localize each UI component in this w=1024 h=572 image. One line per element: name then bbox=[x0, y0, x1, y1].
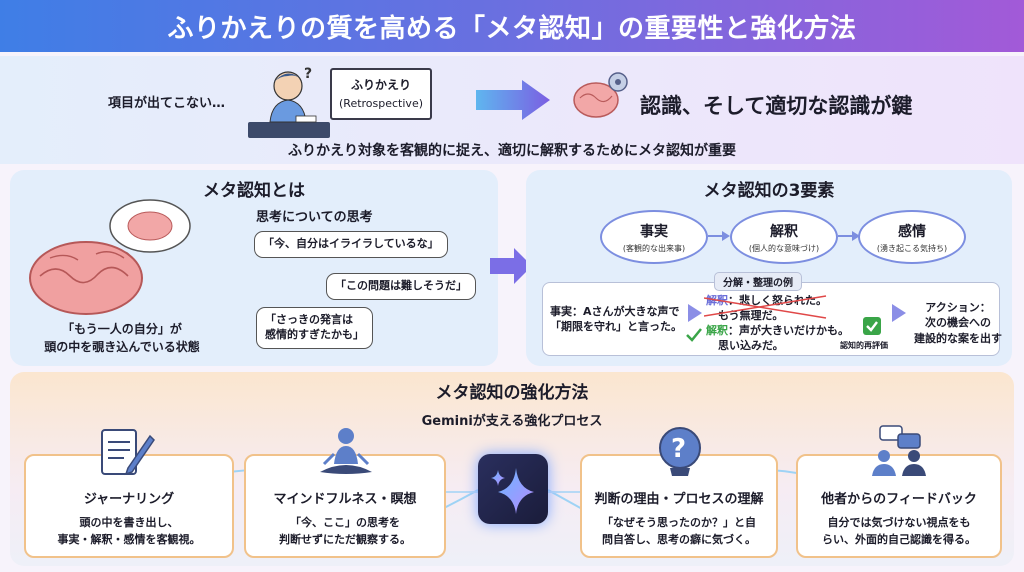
svg-text:?: ? bbox=[304, 66, 312, 82]
no-items-text: 項目が出てこない… bbox=[108, 96, 226, 111]
board-subtitle: (Retrospective) bbox=[339, 97, 423, 110]
old-interp-line1: ：悲しく怒られた。 bbox=[728, 294, 827, 307]
method-feedback-line1: 自分では気づけない視点をも bbox=[827, 516, 971, 529]
strikethrough-icon bbox=[704, 295, 827, 319]
example-fact: 事実：Aさんが大きな声で 「期限を守れ」と言った。 bbox=[550, 304, 682, 335]
definition-title: メタ認知とは bbox=[203, 181, 305, 201]
new-interpretation: 解釈：声が大きいだけかも。 思い込みだ。 bbox=[706, 323, 849, 354]
thought-bubble-irritated: 「今、自分はイライラしているな」 bbox=[254, 231, 448, 258]
bubble3-line1: 「さっきの発言は bbox=[265, 313, 353, 326]
method-feedback-title: 他者からのフィードバック bbox=[821, 492, 977, 507]
element-fact-desc: (客観的な出来事) bbox=[622, 244, 686, 253]
arrow-interpretation-emotion-icon bbox=[838, 231, 860, 241]
method-feedback: 他者からのフィードバック 自分では気づけない視点をも らい、外面的自己認識を得る… bbox=[796, 454, 1002, 558]
page-title: ふりかえりの質を高める「メタ認知」の重要性と強化方法 bbox=[167, 13, 857, 44]
method-reasoning-title: 判断の理由・プロセスの理解 bbox=[594, 492, 764, 507]
element-fact: 事実 (客観的な出来事) bbox=[600, 210, 708, 264]
method-journaling-desc: 頭の中を書き出し、 事実・解釈・感情を客観視。 bbox=[26, 515, 232, 548]
feedback-people-icon bbox=[872, 425, 926, 476]
brain-thought-icon bbox=[29, 199, 191, 315]
elements-title: メタ認知の3要素 bbox=[703, 181, 835, 201]
definition-subtitle: 思考についての思考 bbox=[256, 210, 373, 225]
intro-summary: ふりかえり対象を客観的に捉え、適切に解釈するためにメタ認知が重要 bbox=[288, 143, 736, 159]
bubble3-line2: 感情的すぎたかも」 bbox=[265, 327, 364, 341]
new-interp-line1: ：声が大きいだけかも。 bbox=[728, 324, 849, 337]
thought-bubble-emotional: 「さっきの発言は 感情的すぎたかも」 bbox=[256, 307, 373, 349]
enhancement-title: メタ認知の強化方法 bbox=[435, 383, 589, 403]
key-message: 認識、そして適切な認識が鍵 bbox=[640, 94, 913, 118]
middle-arrow-icon bbox=[490, 248, 532, 284]
action-line3: 建設的な案を出す bbox=[914, 331, 1002, 345]
worried-person-icon: ? bbox=[248, 66, 330, 138]
gemini-icon bbox=[478, 454, 548, 524]
element-emotion-name: 感情 bbox=[898, 224, 926, 240]
title-banner: ふりかえりの質を高める「メタ認知」の重要性と強化方法 bbox=[0, 0, 1024, 52]
reappraisal-label: 認知的再評価 bbox=[840, 341, 888, 350]
question-head-icon: ? bbox=[659, 427, 701, 476]
brain-gear-icon bbox=[573, 72, 628, 118]
method-feedback-desc: 自分では気づけない視点をも らい、外面的自己認識を得る。 bbox=[798, 515, 1000, 548]
method-journaling-line1: 頭の中を書き出し、 bbox=[79, 516, 179, 529]
caption-line2: 頭の中を覗き込んでいる状態 bbox=[44, 340, 200, 354]
method-reasoning-line1: 「なぜそう思ったのか？」と自 bbox=[602, 516, 756, 529]
method-journaling-title: ジャーナリング bbox=[83, 492, 175, 507]
method-reasoning-desc: 「なぜそう思ったのか？」と自 問自答し、思考の癖に気づく。 bbox=[582, 515, 776, 548]
board-title: ふりかえり bbox=[350, 78, 411, 92]
element-emotion: 感情 (湧き起こる気持ち) bbox=[858, 210, 966, 264]
right-arrow-icon bbox=[476, 80, 550, 120]
element-interpretation-name: 解釈 bbox=[770, 224, 798, 240]
element-emotion-desc: (湧き起こる気持ち) bbox=[876, 244, 948, 253]
new-interp-label: 解釈 bbox=[706, 324, 728, 337]
thought-bubble-difficult: 「この問題は難しそうだ」 bbox=[326, 273, 476, 300]
enhancement-subtitle: Geminiが支える強化プロセス bbox=[421, 414, 603, 429]
intro-section: 項目が出てこない… ? ふりかえり (Retrospective) 認識、そして… bbox=[0, 56, 1024, 164]
example-label: 分解・整理の例 bbox=[714, 272, 802, 291]
method-mindfulness-desc: 「今、ここ」の思考を 判断せずにただ観察する。 bbox=[246, 515, 444, 548]
caption-line1: 「もう一人の自分」が bbox=[62, 322, 182, 336]
arrow-fact-interpretation-icon bbox=[708, 231, 730, 241]
action-text: アクション： 次の機会への 建設的な案を出す bbox=[914, 300, 1002, 346]
meditation-icon bbox=[320, 428, 372, 474]
method-feedback-line2: らい、外面的自己認識を得る。 bbox=[822, 532, 976, 546]
triangle-arrow-2-icon bbox=[892, 304, 906, 322]
element-interpretation: 解釈 (個人的な意味づけ) bbox=[730, 210, 838, 264]
action-line2: 次の機会への bbox=[925, 316, 991, 330]
checkbox-icon bbox=[863, 317, 881, 335]
old-interp-line2: もう無理だ。 bbox=[718, 309, 784, 323]
method-mindfulness-title: マインドフルネス・瞑想 bbox=[273, 492, 417, 507]
new-interp-line2: 思い込みだ。 bbox=[718, 339, 784, 353]
element-fact-name: 事実 bbox=[640, 224, 668, 240]
triangle-arrow-icon bbox=[688, 304, 702, 322]
retrospective-board: ふりかえり (Retrospective) bbox=[330, 68, 432, 120]
fact-line2: 「期限を守れ」と言った。 bbox=[550, 320, 682, 334]
method-mindfulness-line1: 「今、ここ」の思考を bbox=[290, 516, 400, 529]
svg-text:?: ? bbox=[671, 434, 686, 464]
fact-line1: 事実：Aさんが大きな声で bbox=[550, 305, 680, 318]
green-check-icon bbox=[686, 328, 702, 342]
definition-caption: 「もう一人の自分」が 頭の中を覗き込んでいる状態 bbox=[22, 320, 222, 356]
method-journaling-line2: 事実・解釈・感情を客観視。 bbox=[57, 532, 201, 546]
method-reasoning-line2: 問自答し、思考の癖に気づく。 bbox=[602, 532, 756, 546]
method-mindfulness-line2: 判断せずにただ観察する。 bbox=[279, 532, 411, 546]
old-interpretation: 解釈：悲しく怒られた。 もう無理だ。 bbox=[706, 293, 827, 324]
element-interpretation-desc: (個人的な意味づけ) bbox=[748, 244, 820, 253]
action-line1: アクション： bbox=[925, 301, 991, 314]
notepad-pen-icon bbox=[101, 429, 155, 476]
